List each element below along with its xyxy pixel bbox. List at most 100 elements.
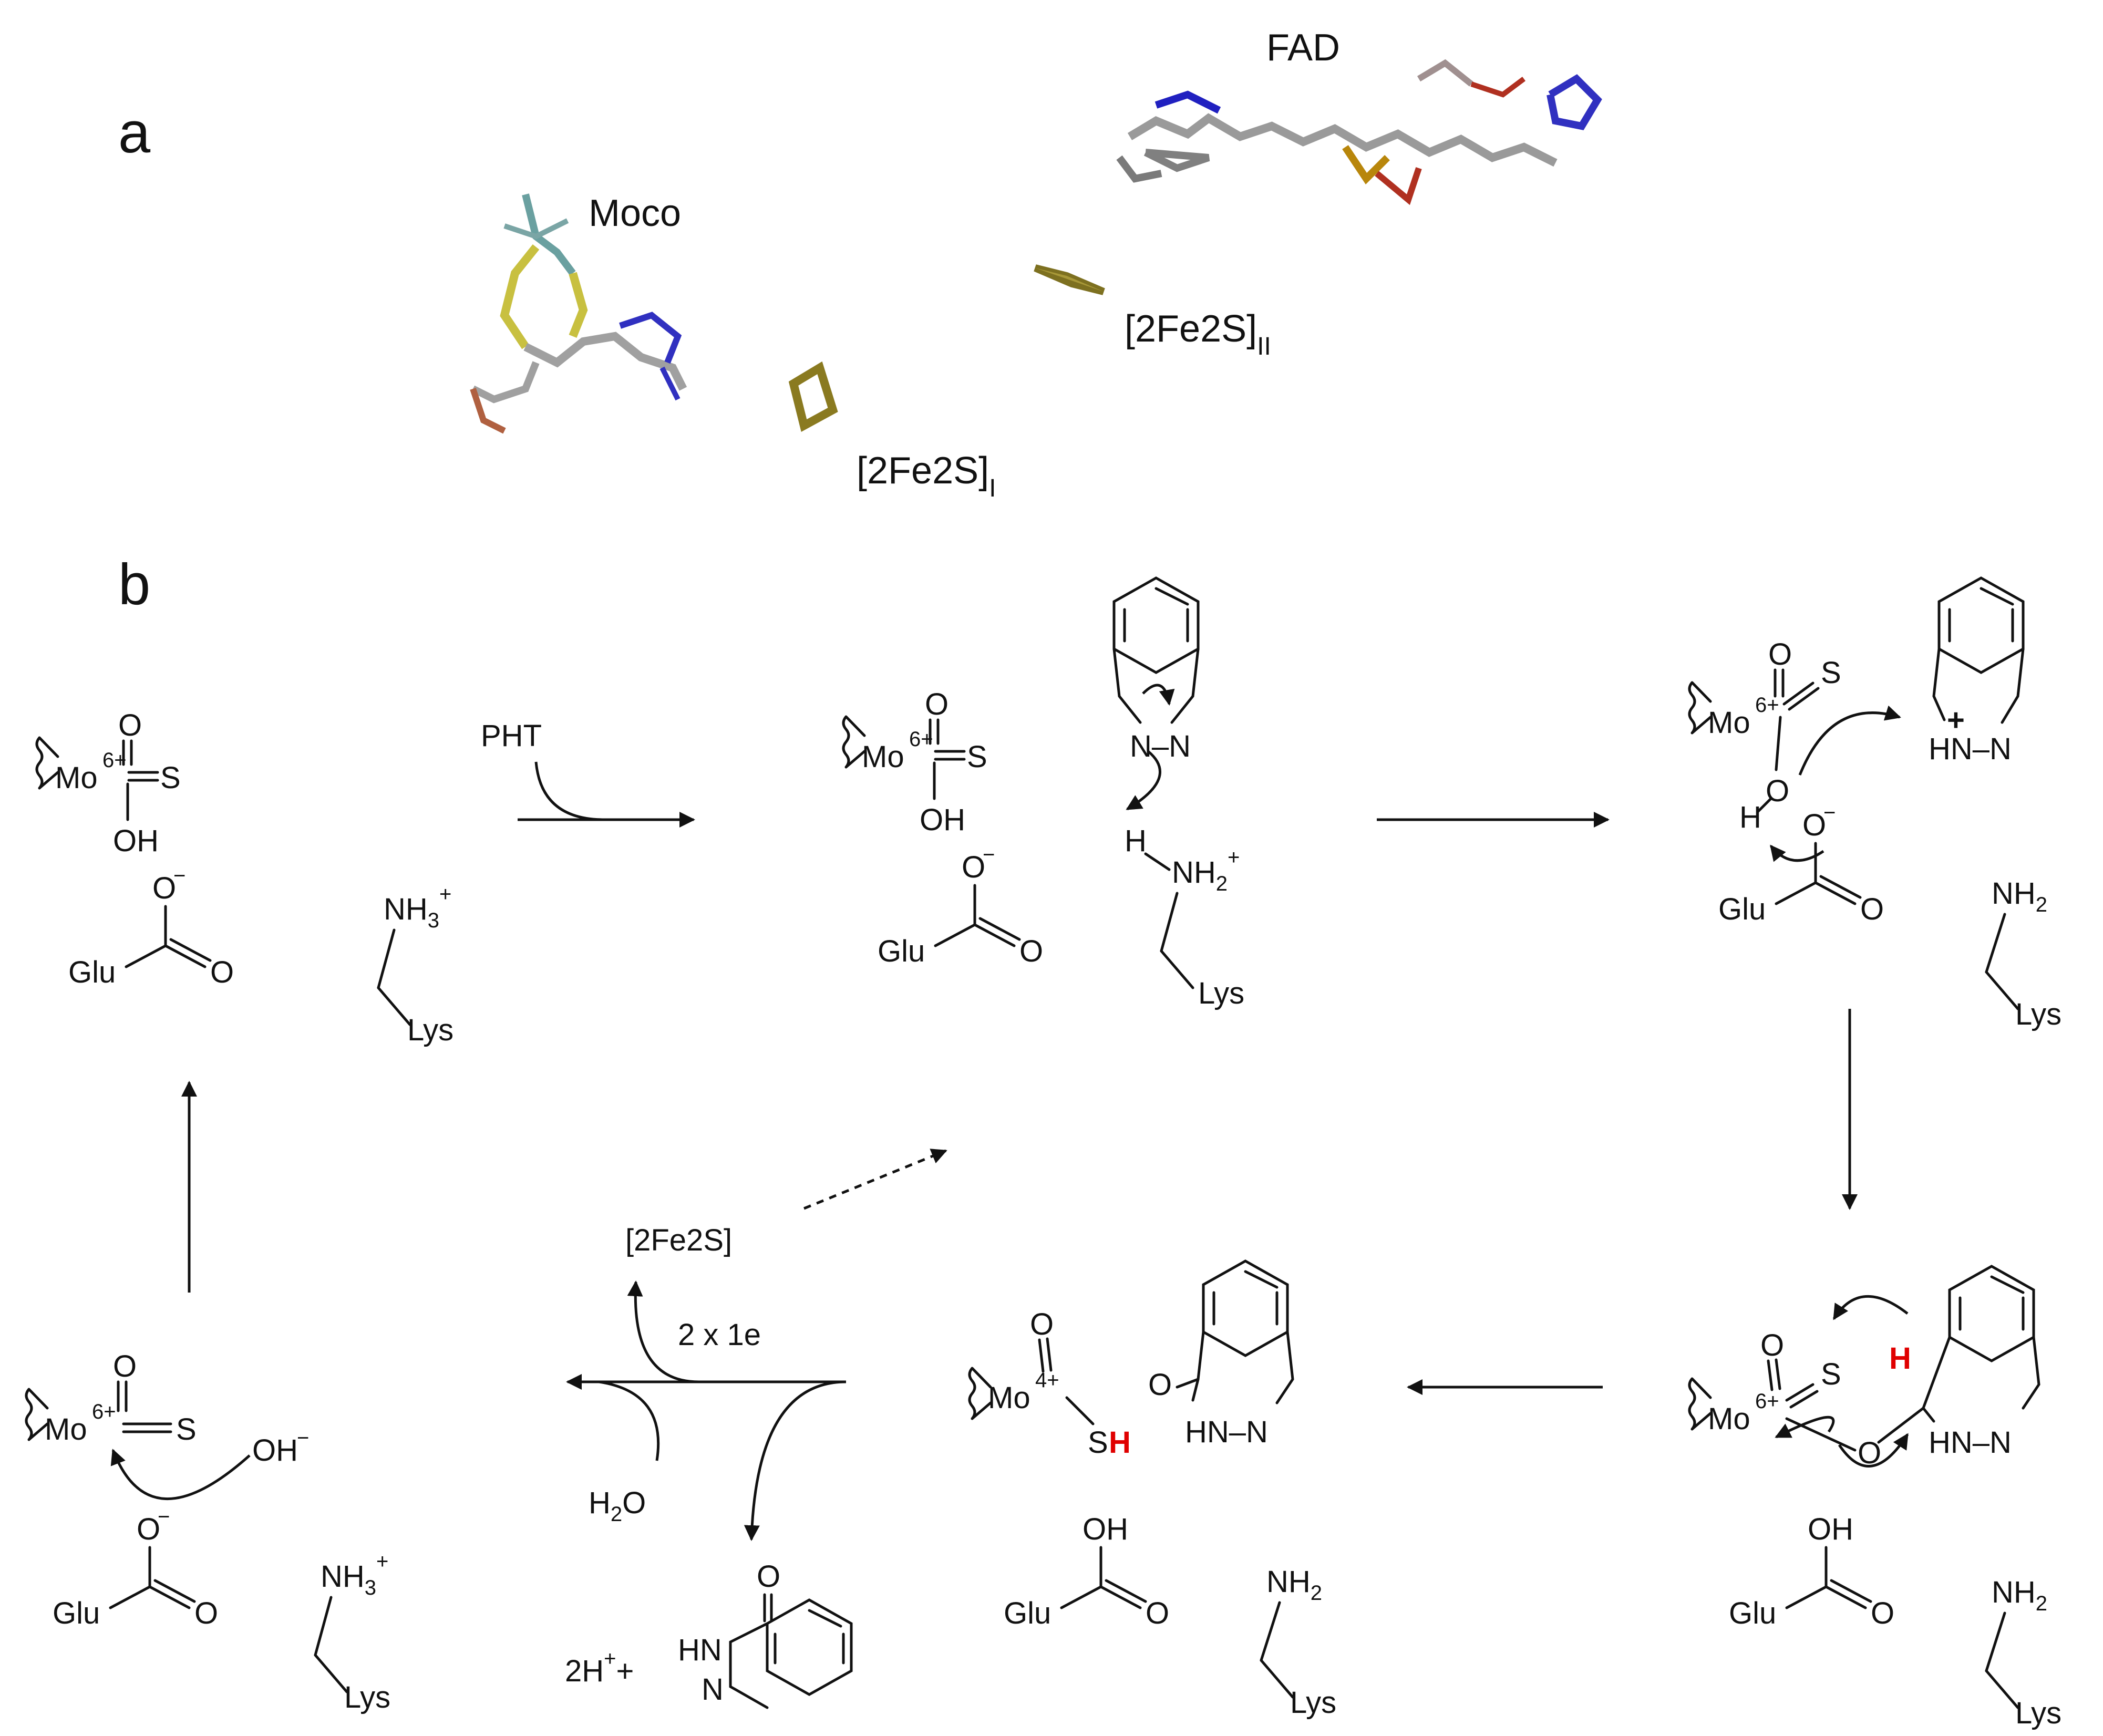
glu-1-co-double-b <box>169 938 212 962</box>
lys-2-nh2: NH2+ <box>1172 846 1240 895</box>
moco-label: Moco <box>589 192 681 234</box>
glu-5-co-double-a <box>1099 1585 1142 1609</box>
glu-5: OH O Glu <box>1004 1512 1169 1630</box>
thiol-h-5[interactable]: H <box>1109 1425 1131 1460</box>
hydride-4[interactable]: H <box>1889 1341 1911 1376</box>
thiol-s-5: S <box>1088 1425 1108 1460</box>
mo-s-double-3a <box>1782 681 1815 706</box>
glu-2-co-double-a <box>973 923 1016 947</box>
glu-4-oh: OH <box>1808 1512 1853 1546</box>
hn-n-5: HN–N <box>1185 1415 1268 1449</box>
state-5-reduced: Mo 4+ O S H <box>968 1307 1131 1460</box>
oxo-1: O <box>118 708 142 742</box>
fes-i-subscript: I <box>989 474 996 502</box>
phthalazinone-product: O HN N <box>678 1559 853 1709</box>
fes-ii-subscript: II <box>1257 333 1271 360</box>
mo-o-double-5a <box>1038 1338 1045 1373</box>
pht-curve-arrow <box>534 761 605 821</box>
carbonyl-5 <box>1176 1378 1200 1389</box>
mo-o-bond-4 <box>1785 1417 1857 1452</box>
glu-3: O − O Glu <box>1718 801 1884 926</box>
electron-out-arrow <box>627 1280 699 1383</box>
fes-ii-label: [2Fe2S]II <box>1125 308 1271 360</box>
mo-s-double-4a <box>1785 1383 1815 1402</box>
product-carbonyl-o: O <box>757 1559 780 1594</box>
lys-4: NH2 Lys <box>1985 1575 2061 1730</box>
lys-2-chain-b <box>1160 949 1194 989</box>
state-6-regeneration: Mo 6+ O S OH − <box>25 1349 309 1500</box>
mo-s-bond-5 <box>1065 1396 1095 1425</box>
oxo-2: O <box>925 687 949 721</box>
carbonyl-o-5: O <box>1148 1368 1172 1402</box>
fes-ii-cluster <box>1034 264 1105 295</box>
protein-wave-6 <box>25 1388 49 1441</box>
diazine-right-4 <box>2022 1336 2040 1410</box>
glu-6-o-minus: O <box>137 1512 160 1546</box>
benzene-inner-2c <box>1154 587 1189 606</box>
electron-transfer-dashed-arrow[interactable] <box>803 1149 947 1210</box>
fes-i-label: [2Fe2S]I <box>857 450 996 502</box>
protein-wave-4 <box>1688 1377 1712 1431</box>
phthalazinone-5: O HN–N <box>1148 1259 1294 1449</box>
curly-arrow-3a <box>1798 705 1901 776</box>
glu-6: O − O Glu <box>53 1505 218 1630</box>
glu-6-charge: − <box>158 1505 170 1528</box>
diazine-left-3 <box>1932 647 1946 721</box>
water-in-curve <box>599 1380 660 1461</box>
glu-4-chain <box>1785 1585 1828 1609</box>
state-1-resting: Mo 6+ O S OH <box>35 708 181 858</box>
hydroxide-6: OH <box>252 1433 298 1468</box>
fad-label: FAD <box>1266 27 1340 69</box>
oxygen-3: O <box>1766 774 1789 808</box>
state-3-proton-transfer: Mo 6+ O S O H <box>1688 637 1901 862</box>
protons-label: 2H++ <box>565 1647 634 1688</box>
lys-3-chain-a <box>1985 913 2006 974</box>
mo-atom-3: Mo <box>1708 706 1750 740</box>
glu-4-co-double-b <box>1830 1579 1872 1603</box>
moco-structure <box>470 193 687 434</box>
diazine-right-2 <box>1170 647 1200 724</box>
mo-atom-6: Mo <box>45 1412 87 1446</box>
protein-wave-5 <box>968 1367 992 1420</box>
lys-6-chain-a <box>314 1596 333 1657</box>
mo-o-bond-3 <box>1775 716 1782 771</box>
panel-label-b: b <box>118 552 150 617</box>
fes-i-cluster <box>788 361 838 432</box>
diazine-left-2 <box>1112 647 1142 724</box>
product-hn: HN <box>678 1633 722 1667</box>
glu-5-label: Glu <box>1004 1596 1051 1630</box>
benzene-ring-3 <box>1937 576 2025 674</box>
mo-s-double-4b <box>1789 1390 1819 1409</box>
electrons-label: 2 x 1e <box>678 1318 761 1352</box>
n-n-2: N–N <box>1130 729 1191 763</box>
glu-4-co-double-a <box>1824 1585 1867 1609</box>
lys-5: NH2 Lys <box>1260 1565 1336 1720</box>
glu-2: O − O Glu <box>878 843 1043 968</box>
sulfido-4: S <box>1821 1357 1841 1391</box>
sulfido-6: S <box>176 1412 197 1446</box>
glu-3-charge: − <box>1823 801 1836 824</box>
phthalazine-2: N–N <box>1112 576 1200 811</box>
glu-6-co-double-b <box>153 1579 196 1603</box>
lys-2-nh-bond <box>1144 852 1171 871</box>
glu-2-o: O <box>1019 934 1043 968</box>
benzene-inner-4c <box>1990 1275 2025 1294</box>
mo-o-double-5b <box>1046 1337 1053 1372</box>
glu-5-o: O <box>1146 1596 1169 1630</box>
glu-3-label: Glu <box>1718 892 1766 926</box>
glu-2-label: Glu <box>878 934 925 968</box>
protein-wave-2 <box>842 715 866 769</box>
diazine-right-5 <box>1275 1330 1294 1404</box>
diazine-left-5 <box>1191 1330 1205 1402</box>
glu-6-co-double-a <box>148 1585 191 1609</box>
oxo-4: O <box>1760 1328 1784 1362</box>
glu-2-o-minus: O <box>962 850 985 884</box>
mo-o-double-4b <box>1775 1358 1781 1390</box>
oxo-3: O <box>1768 637 1792 671</box>
lys-5-chain-b <box>1260 1659 1294 1699</box>
protein-wave-3 <box>1688 681 1712 735</box>
lys-4-chain-a <box>1985 1611 2006 1672</box>
glu-1-chain <box>125 944 167 968</box>
lys-1-nh3: NH3+ <box>384 883 451 932</box>
lys-2: H NH2+ Lys <box>1125 824 1244 1010</box>
